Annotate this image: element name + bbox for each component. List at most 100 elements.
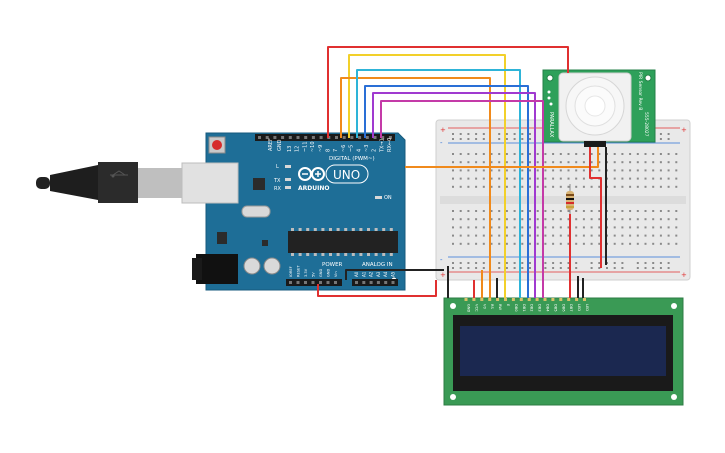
rail-hole[interactable] (521, 262, 524, 264)
bb-hole[interactable] (559, 185, 562, 188)
bb-hole[interactable] (652, 242, 655, 245)
lcd-pin[interactable] (535, 298, 539, 301)
bb-hole[interactable] (582, 210, 585, 212)
bb-hole[interactable] (652, 185, 655, 188)
bb-hole[interactable] (505, 226, 508, 229)
bb-hole[interactable] (482, 153, 485, 155)
lcd-pin[interactable] (551, 298, 555, 301)
bb-hole[interactable] (521, 210, 524, 212)
rail-hole[interactable] (667, 138, 670, 140)
bb-hole[interactable] (475, 161, 478, 164)
bb-hole[interactable] (613, 185, 616, 188)
bb-hole[interactable] (629, 169, 632, 172)
bb-hole[interactable] (467, 210, 470, 212)
bb-hole[interactable] (552, 226, 555, 229)
bb-hole[interactable] (613, 177, 616, 180)
bb-hole[interactable] (575, 169, 578, 172)
bb-hole[interactable] (575, 226, 578, 229)
bb-hole[interactable] (529, 226, 531, 229)
rail-hole[interactable] (482, 133, 485, 135)
bb-hole[interactable] (659, 153, 662, 155)
bb-hole[interactable] (575, 177, 578, 180)
rail-hole[interactable] (467, 262, 470, 264)
bb-hole[interactable] (636, 218, 639, 221)
bb-hole[interactable] (475, 177, 478, 180)
header-hole[interactable] (296, 281, 300, 284)
pir-header[interactable] (584, 141, 606, 147)
bb-hole[interactable] (452, 161, 454, 164)
rail-hole[interactable] (505, 138, 508, 140)
bb-hole[interactable] (467, 226, 470, 229)
rail-hole[interactable] (644, 267, 647, 269)
lcd-pin[interactable] (559, 298, 563, 301)
rail-hole[interactable] (521, 267, 524, 269)
bb-hole[interactable] (529, 153, 531, 155)
bb-hole[interactable] (498, 169, 501, 172)
bb-hole[interactable] (536, 169, 539, 172)
rail-hole[interactable] (475, 267, 478, 269)
bb-hole[interactable] (621, 234, 624, 237)
bb-hole[interactable] (659, 210, 662, 212)
bb-hole[interactable] (667, 210, 670, 212)
bb-hole[interactable] (490, 185, 493, 188)
bb-hole[interactable] (575, 218, 578, 221)
bb-hole[interactable] (590, 242, 593, 245)
bb-hole[interactable] (598, 161, 601, 164)
bb-hole[interactable] (613, 161, 616, 164)
bb-hole[interactable] (529, 177, 531, 180)
bb-hole[interactable] (629, 177, 632, 180)
bb-hole[interactable] (529, 210, 531, 212)
bb-hole[interactable] (544, 185, 547, 188)
rail-hole[interactable] (452, 267, 454, 269)
rail-hole[interactable] (559, 262, 562, 264)
header-hole[interactable] (289, 281, 292, 284)
bb-hole[interactable] (552, 185, 555, 188)
rail-hole[interactable] (667, 133, 670, 135)
bb-hole[interactable] (459, 177, 462, 180)
bb-hole[interactable] (621, 210, 624, 212)
bb-hole[interactable] (567, 169, 570, 172)
bb-hole[interactable] (452, 153, 454, 155)
bb-hole[interactable] (559, 161, 562, 164)
bb-hole[interactable] (621, 161, 624, 164)
bb-hole[interactable] (490, 153, 493, 155)
bb-hole[interactable] (636, 169, 639, 172)
bb-hole[interactable] (598, 226, 601, 229)
bb-hole[interactable] (567, 161, 570, 164)
bb-hole[interactable] (544, 242, 547, 245)
bb-hole[interactable] (613, 226, 616, 229)
bb-hole[interactable] (582, 234, 585, 237)
rail-hole[interactable] (475, 133, 478, 135)
bb-hole[interactable] (536, 242, 539, 245)
bb-hole[interactable] (536, 218, 539, 221)
bb-hole[interactable] (521, 153, 524, 155)
bb-hole[interactable] (482, 177, 485, 180)
bb-hole[interactable] (621, 242, 624, 245)
bb-hole[interactable] (675, 218, 678, 221)
header-hole[interactable] (355, 281, 358, 284)
bb-hole[interactable] (644, 161, 647, 164)
rail-hole[interactable] (529, 133, 531, 135)
bb-hole[interactable] (567, 226, 570, 229)
bb-hole[interactable] (636, 177, 639, 180)
bb-hole[interactable] (521, 161, 524, 164)
bb-hole[interactable] (652, 210, 655, 212)
bb-hole[interactable] (529, 234, 531, 237)
bb-hole[interactable] (567, 218, 570, 221)
bb-hole[interactable] (536, 234, 539, 237)
bb-hole[interactable] (567, 177, 570, 180)
rail-hole[interactable] (475, 262, 478, 264)
rail-hole[interactable] (452, 262, 454, 264)
header-hole[interactable] (373, 136, 377, 139)
bb-hole[interactable] (652, 234, 655, 237)
bb-hole[interactable] (459, 210, 462, 212)
bb-hole[interactable] (452, 218, 454, 221)
header-hole[interactable] (388, 136, 392, 139)
header-hole[interactable] (391, 281, 395, 284)
bb-hole[interactable] (559, 218, 562, 221)
digital-header[interactable] (255, 134, 395, 141)
bb-hole[interactable] (613, 169, 616, 172)
bb-hole[interactable] (644, 185, 647, 188)
lcd-pin[interactable] (583, 298, 586, 301)
header-hole[interactable] (358, 136, 362, 139)
